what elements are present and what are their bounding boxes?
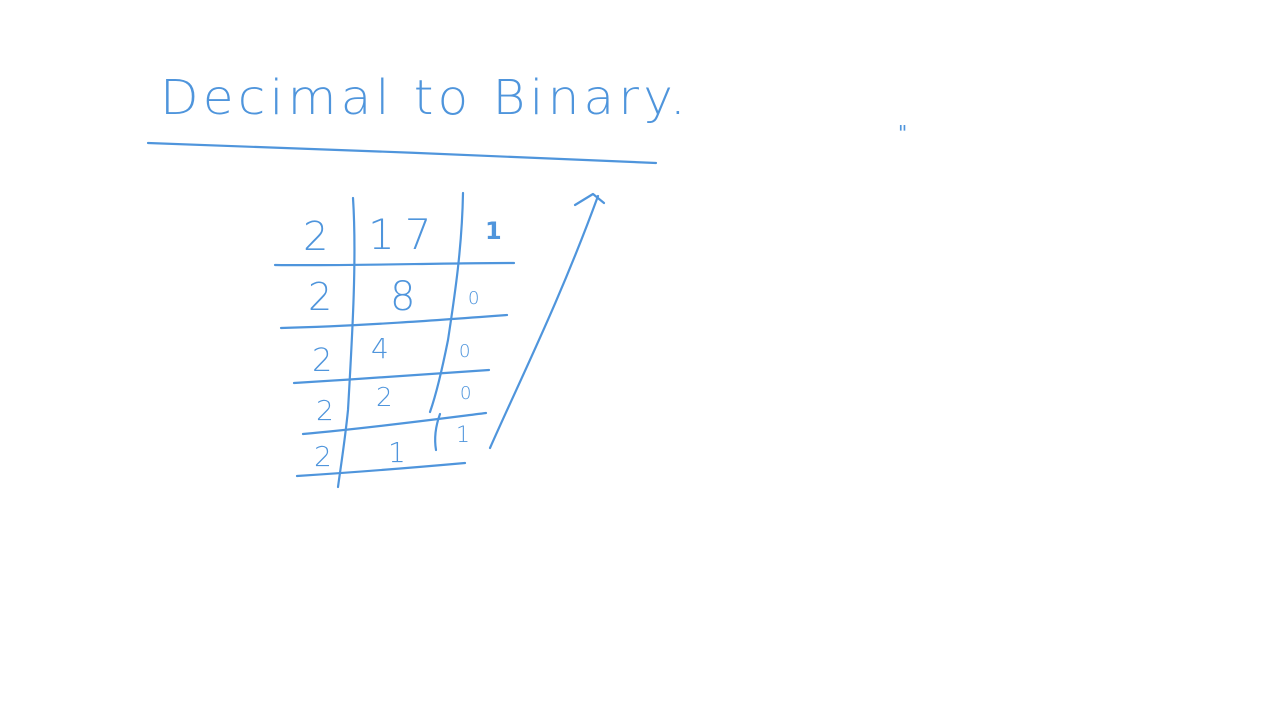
table-vertical-line-right xyxy=(428,191,465,414)
divisor-cell-3: 2 xyxy=(312,341,332,379)
table-row-line-5 xyxy=(295,461,467,478)
divisor-cell-1: 2 xyxy=(303,214,328,260)
divisor-cell-4: 2 xyxy=(316,394,334,427)
title-text: Decimal to Binary. xyxy=(160,70,690,126)
stray-mark: " xyxy=(898,121,907,145)
title-underline xyxy=(146,141,658,165)
quotient-cell-4: 2 xyxy=(376,383,393,413)
divisor-cell-5: 2 xyxy=(314,440,332,473)
read-direction-arrow xyxy=(488,194,600,450)
table-row-line-4 xyxy=(301,411,488,436)
table-vertical-line-left xyxy=(336,196,356,489)
read-direction-arrowhead xyxy=(573,192,606,207)
table-row-line-1 xyxy=(273,261,516,267)
divisor-cell-2: 2 xyxy=(308,275,332,319)
remainder-cell-5: 1 xyxy=(456,423,470,448)
quotient-cell-3: 4 xyxy=(371,332,389,365)
table-row-line-3 xyxy=(292,368,491,385)
remainder-cell-1: 1 xyxy=(485,217,502,245)
remainder-cell-2: 0 xyxy=(468,288,479,309)
table-row-line-2 xyxy=(279,313,509,330)
table-vertical-line-lower-right xyxy=(434,412,442,452)
quotient-cell-1: 17 xyxy=(368,210,441,259)
remainder-cell-3: 0 xyxy=(459,341,470,362)
quotient-cell-2: 8 xyxy=(390,274,415,320)
quotient-cell-5: 1 xyxy=(388,436,406,469)
remainder-cell-4: 0 xyxy=(460,383,471,404)
